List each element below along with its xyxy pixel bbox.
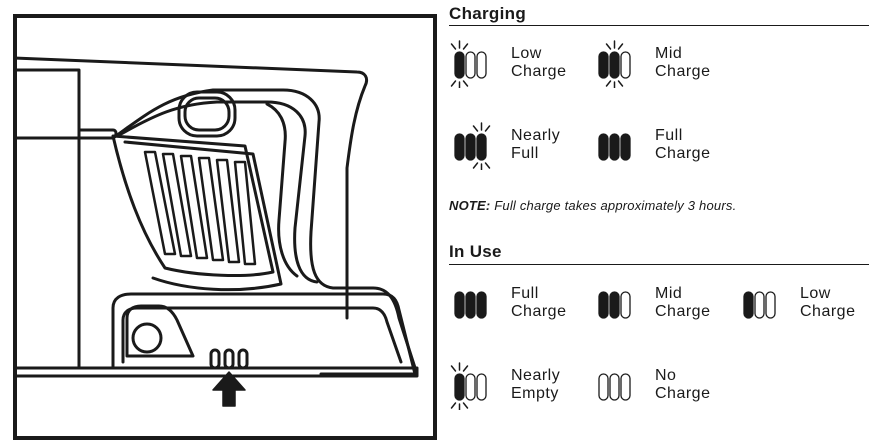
charging-note: NOTE: Full charge takes approximately 3 … (449, 198, 736, 213)
fuel-gauge-icon (454, 122, 491, 170)
indicator-label-line2: Charge (655, 63, 711, 80)
charging-title: Charging (449, 4, 527, 23)
led-on (598, 133, 609, 161)
indicator-label-line1: Nearly (511, 367, 561, 384)
indicator-label: Full Charge (511, 285, 566, 321)
led-on (465, 133, 476, 161)
note-label: NOTE: (449, 198, 491, 213)
led-off (765, 291, 776, 319)
flash-rays-icon (605, 40, 624, 88)
flash-rays-icon (472, 122, 491, 170)
led-flash (454, 51, 465, 79)
led-on (465, 291, 476, 319)
led-on (598, 51, 609, 79)
fuel-gauge-icon (598, 291, 631, 319)
flash-rays-icon (450, 40, 469, 88)
indicator-label-line2: Charge (800, 303, 856, 320)
indicator-label: Nearly Empty (511, 367, 560, 403)
charging-indicator-full-charge: Full Charge (593, 122, 728, 170)
led-flash (476, 133, 487, 161)
led-on (454, 133, 465, 161)
note-text: Full charge takes approximately 3 hours. (494, 198, 737, 213)
indicator-label: Low Charge (511, 45, 566, 81)
in-use-divider (449, 264, 869, 265)
indicator-label: Mid Charge (655, 285, 710, 321)
indicator-label: No Charge (655, 367, 710, 403)
fuel-gauge-icon (598, 133, 631, 161)
in-use-indicator-low-charge: Low Charge (738, 280, 873, 328)
in-use-indicator-full-charge: Full Charge (449, 280, 584, 328)
led-off (620, 291, 631, 319)
battery-tool-drawing (17, 56, 419, 407)
indicator-label: Nearly Full (511, 127, 560, 163)
charging-indicator-mid-charge: Mid Charge (593, 40, 728, 88)
fuel-gauge-icon (743, 291, 776, 319)
led-on (620, 133, 631, 161)
flash-rays-icon (450, 362, 469, 410)
indicator-label-line1: No (655, 367, 677, 384)
led-flash (454, 373, 465, 401)
indicator-label-line2: Charge (655, 385, 711, 402)
in-use-title: In Use (449, 242, 502, 261)
led-off (754, 291, 765, 319)
led-off (598, 373, 609, 401)
fuel-gauge-icon (450, 40, 487, 88)
in-use-indicator-mid-charge: Mid Charge (593, 280, 728, 328)
indicator-label-line1: Mid (655, 285, 683, 302)
indicator-label: Mid Charge (655, 45, 710, 81)
indicator-label-line2: Charge (655, 145, 711, 162)
indicator-label-line2: Full (511, 145, 539, 162)
fuel-gauge-icon (598, 40, 631, 88)
indicator-label-line1: Full (511, 285, 539, 302)
indicator-label-line1: Full (655, 127, 683, 144)
charging-divider (449, 25, 869, 26)
charging-indicator-nearly-full: Nearly Full (449, 122, 584, 170)
led-off (465, 373, 476, 401)
indicator-label-line2: Charge (511, 303, 567, 320)
led-on (609, 133, 620, 161)
indicator-label-line2: Charge (655, 303, 711, 320)
indicator-label-line2: Charge (511, 63, 567, 80)
led-flash (609, 51, 620, 79)
led-off (465, 51, 476, 79)
indicator-label-line1: Low (800, 285, 831, 302)
indicator-label-line1: Nearly (511, 127, 561, 144)
led-off (476, 373, 487, 401)
led-on (598, 291, 609, 319)
fuel-gauge-icon (598, 373, 631, 401)
led-on (476, 291, 487, 319)
tool-illustration (13, 14, 437, 440)
in-use-indicator-no-charge: No Charge (593, 362, 728, 410)
fuel-gauge-icon (454, 291, 487, 319)
led-off (476, 51, 487, 79)
indicator-label-line2: Empty (511, 385, 559, 402)
indicator-label: Full Charge (655, 127, 710, 163)
indicator-label-line1: Low (511, 45, 542, 62)
led-on (454, 291, 465, 319)
led-off (609, 373, 620, 401)
led-off (620, 51, 631, 79)
charging-indicator-low-charge: Low Charge (449, 40, 584, 88)
indicator-label-line1: Mid (655, 45, 683, 62)
in-use-indicator-nearly-empty: Nearly Empty (449, 362, 584, 410)
indicator-label: Low Charge (800, 285, 855, 321)
led-on (743, 291, 754, 319)
led-off (620, 373, 631, 401)
fuel-gauge-icon (450, 362, 487, 410)
led-on (609, 291, 620, 319)
